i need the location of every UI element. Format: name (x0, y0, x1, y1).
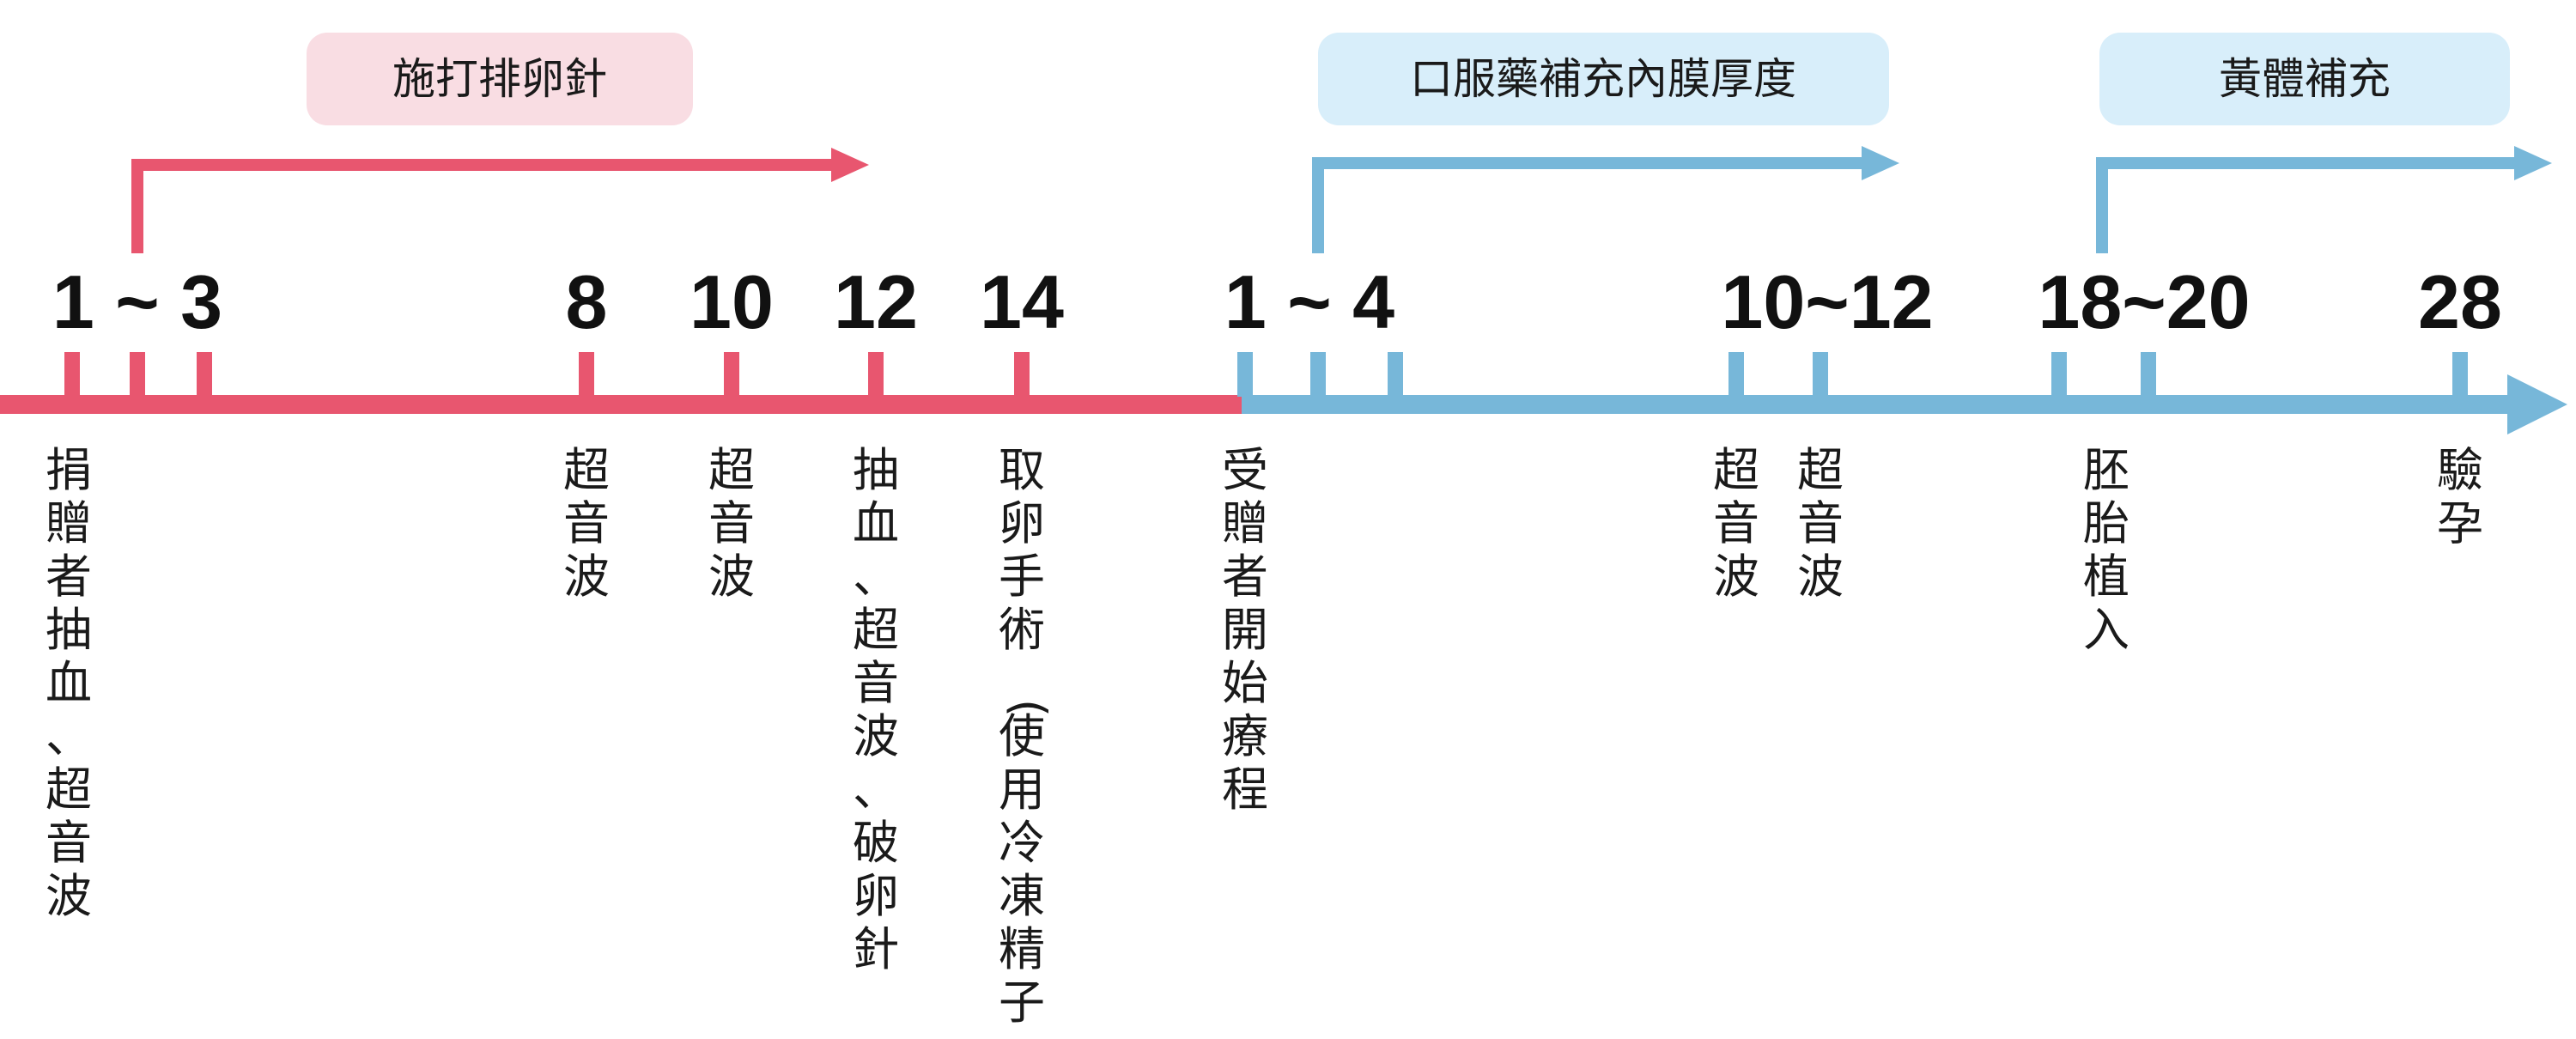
phase-ovulation-injection: 施打排卵針 (307, 33, 693, 125)
phase-pill-progesterone (2099, 33, 2510, 125)
event-label-ultrasound-8: 超音波 (563, 443, 610, 604)
phase-label-progesterone: 黃體補充 (2219, 54, 2391, 104)
event-label-blood-ultrasound-trigger: 抽血、超音波、破卵針 (853, 443, 899, 976)
phase-pill-donor (307, 33, 693, 125)
day-label-r10-12: 10~12 (1721, 259, 1933, 344)
event-labels: 捐贈者抽血、超音波超音波超音波抽血、超音波、破卵針取卵手術(使用冷凍精子)受贈者… (46, 443, 2483, 1039)
phase-pill-oral-meds (1318, 33, 1889, 125)
day-label-1-3: 1 ~ 3 (52, 259, 222, 344)
timeline-arrowhead (2507, 374, 2567, 434)
event-label-recipient-start: 受贈者開始療程 (1222, 443, 1268, 817)
day-labels: 1 ~ 3 8 10 12 14 1 ~ 4 10~12 18~20 28 (52, 259, 2502, 344)
day-label-8: 8 (566, 259, 608, 344)
phase-oral-meds: 口服藥補充內膜厚度 (1318, 33, 1889, 125)
tick-marks (64, 352, 2468, 397)
event-label-pregnancy-test: 驗孕 (2437, 443, 2483, 550)
day-label-r1-4: 1 ~ 4 (1224, 259, 1394, 344)
timeline-segment-recipient (1242, 395, 2521, 414)
event-label-ultrasound-r10: 超音波 (1713, 443, 1759, 604)
day-label-14: 14 (980, 259, 1064, 344)
day-label-12: 12 (834, 259, 918, 344)
event-label-retrieval: 取卵手術(使用冷凍精子) (999, 443, 1055, 1039)
bracket-arrow-oral-meds (1312, 146, 1899, 253)
phase-label-ovulation-injection: 施打排卵針 (392, 54, 607, 104)
event-label-embryo-transfer: 胚胎植入 (2083, 443, 2129, 657)
timeline-axis (0, 374, 2567, 434)
event-label-donor-start: 捐贈者抽血、超音波 (46, 443, 92, 923)
phase-label-oral-meds: 口服藥補充內膜厚度 (1410, 54, 1796, 104)
bracket-arrow-progesterone (2096, 146, 2552, 253)
event-label-ultrasound-r12: 超音波 (1797, 443, 1844, 604)
bracket-arrow-ovulation (131, 148, 869, 253)
day-label-r18-20: 18~20 (2038, 259, 2250, 344)
day-label-r28: 28 (2418, 259, 2502, 344)
event-label-ultrasound-10: 超音波 (708, 443, 755, 604)
day-label-10: 10 (690, 259, 774, 344)
phase-progesterone: 黃體補充 (2099, 33, 2510, 125)
timeline-segment-donor (0, 395, 1242, 414)
